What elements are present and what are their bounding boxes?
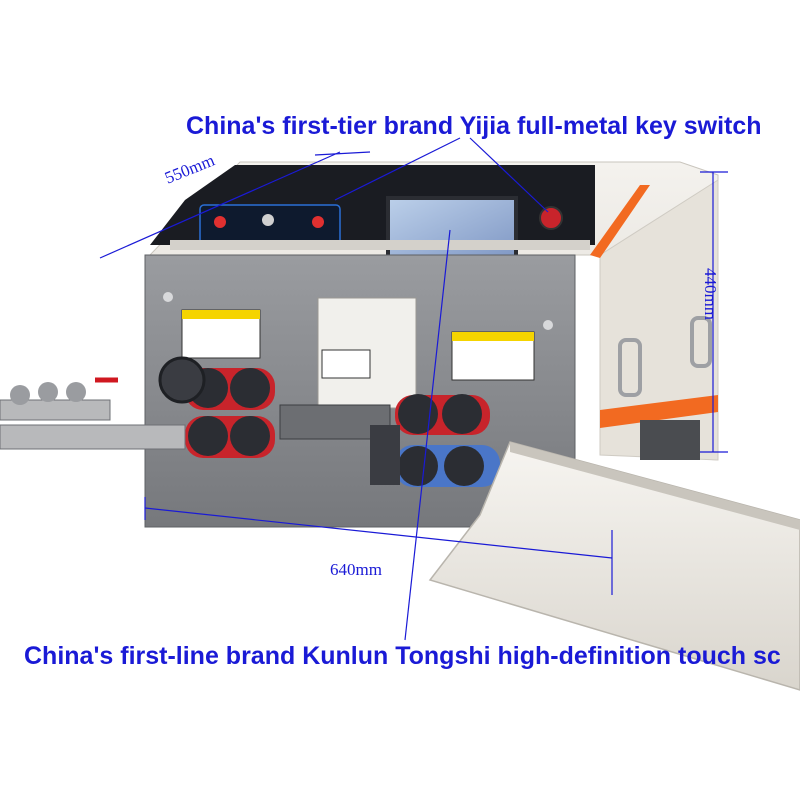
side-vent: [640, 420, 700, 460]
guide-roller: [66, 382, 86, 402]
panel-screw: [543, 320, 553, 330]
side-handle-right: [690, 316, 712, 368]
adjustment-wheel: [158, 356, 206, 404]
cutter-block: [370, 425, 400, 485]
warning-label-right-header: [452, 332, 534, 341]
key-switch-leader: [469, 137, 549, 213]
key-switch-caption: China's first-tier brand Yijia full-meta…: [186, 112, 762, 140]
blade-guard-label: [321, 349, 371, 379]
side-handle-left: [618, 338, 642, 397]
roller: [188, 416, 228, 456]
depth-dimension-line: [99, 151, 341, 259]
orange-side-stripe: [600, 395, 718, 428]
scale-strip: [170, 240, 590, 250]
roller: [398, 446, 438, 486]
left-roller-set: [185, 368, 275, 458]
output-tray-lip: [510, 442, 800, 530]
emergency-stop-button: [539, 206, 563, 230]
width-label: 640mm: [330, 560, 382, 579]
guide-roller: [38, 382, 58, 402]
warning-label-left-header: [182, 310, 260, 319]
right-roller-set: [395, 394, 500, 487]
touchscreen-leader: [404, 229, 451, 641]
roller: [444, 446, 484, 486]
roller: [442, 394, 482, 434]
infeed-guide-rail: [0, 424, 186, 450]
height-label: 440mm: [701, 268, 720, 320]
machine-side-panel: [599, 179, 719, 461]
touchscreen: [386, 196, 518, 262]
roller: [398, 394, 438, 434]
start-button: [312, 216, 324, 228]
guide-roller: [10, 385, 30, 405]
infeed-guide-base: [0, 399, 111, 421]
key-switch-leader: [334, 137, 461, 201]
panel-screw: [163, 292, 173, 302]
roller: [230, 368, 270, 408]
depth-tick: [314, 151, 371, 156]
width-dimension-line: [144, 507, 613, 559]
touchscreen-caption: China's first-line brand Kunlun Tongshi …: [24, 642, 781, 670]
power-indicator: [214, 216, 226, 228]
roller: [230, 416, 270, 456]
dimension-lines: [99, 137, 728, 641]
stop-button: [262, 214, 274, 226]
orange-accent-stripe: [590, 185, 650, 258]
